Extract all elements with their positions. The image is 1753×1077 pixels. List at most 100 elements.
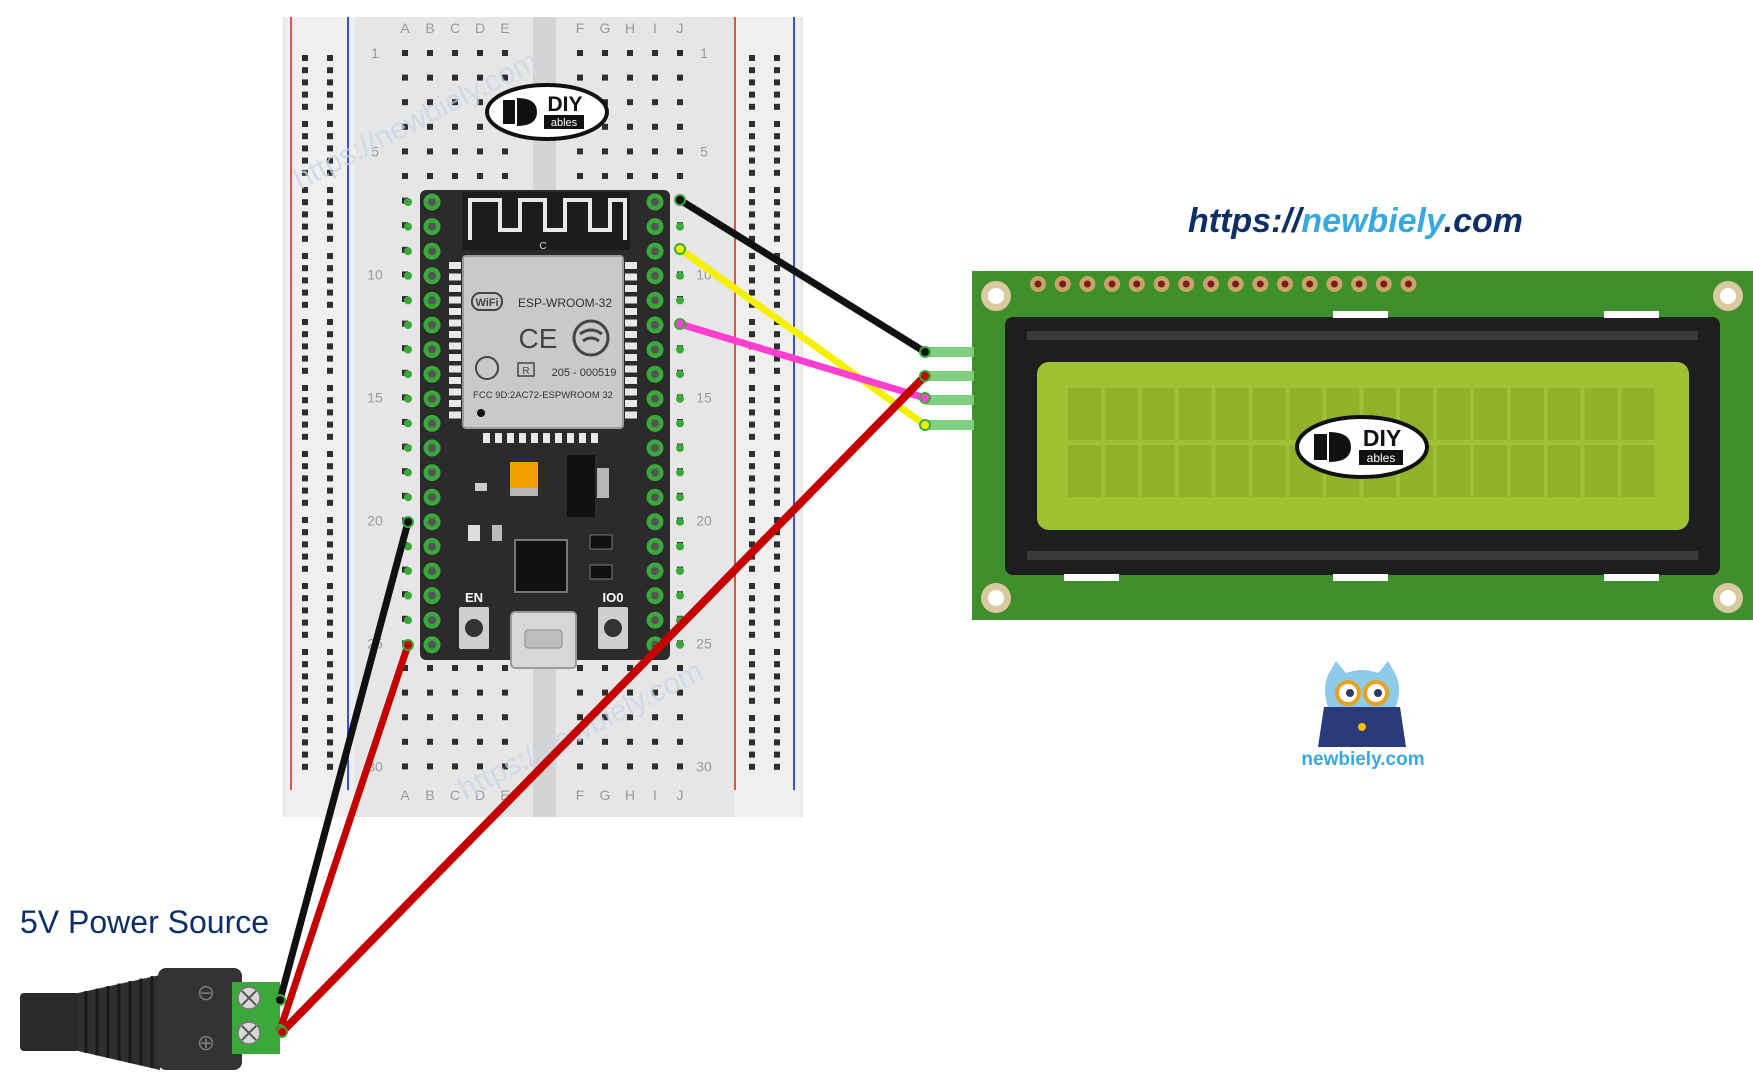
- rail-hole: [774, 727, 780, 734]
- bb-hole: [577, 74, 583, 81]
- column-label: J: [677, 787, 684, 803]
- bb-hole: [602, 74, 608, 81]
- column-label: B: [425, 787, 434, 803]
- rail-hole: [302, 103, 308, 110]
- breadboard-pin-hole: [404, 321, 412, 329]
- rail-hole: [749, 121, 755, 127]
- rail-hole: [302, 487, 308, 494]
- i2c-pin: [925, 395, 974, 405]
- lcd-char-cell: [1473, 445, 1507, 497]
- lcd-char-cell: [1510, 445, 1544, 497]
- rail-hole: [774, 631, 780, 638]
- bb-hole: [452, 738, 458, 745]
- bb-hole: [452, 173, 458, 179]
- bb-hole: [427, 738, 433, 745]
- column-label: C: [450, 20, 460, 36]
- module-pin: [449, 354, 461, 361]
- rail-hole: [327, 367, 333, 374]
- bb-hole: [627, 763, 633, 770]
- bb-hole: [477, 738, 483, 745]
- bb-hole: [652, 99, 658, 106]
- bb-hole: [402, 763, 408, 770]
- rail-hole: [774, 79, 780, 86]
- bb-hole: [427, 689, 433, 696]
- ce-mark: CE: [519, 323, 558, 354]
- module-bottom-pad: [555, 433, 562, 443]
- bb-hole: [477, 148, 483, 155]
- module-pin: [449, 262, 461, 269]
- power-source-label: 5V Power Source: [20, 904, 269, 940]
- module-pin: [449, 273, 461, 281]
- rail-hole: [749, 67, 755, 74]
- rail-hole: [302, 265, 308, 272]
- rail-hole: [774, 421, 780, 428]
- bezel-tab: [1604, 574, 1659, 581]
- bb-hole: [602, 123, 608, 130]
- bb-hole: [677, 714, 683, 721]
- rail-hole: [327, 763, 333, 770]
- wire-end: [674, 243, 686, 255]
- rail-hole: [774, 697, 780, 704]
- bb-hole: [677, 689, 683, 696]
- column-label: E: [500, 787, 509, 803]
- bb-hole: [652, 173, 658, 179]
- rail-hole: [327, 199, 333, 206]
- bb-hole: [427, 148, 433, 155]
- bb-hole: [477, 689, 483, 696]
- diy-ables-logo-lcd: DIY ables: [1295, 415, 1429, 479]
- rail-hole: [749, 499, 755, 506]
- fcc-text: FCC 9D:2AC72-ESPWROOM 32: [473, 390, 613, 401]
- rail-hole: [302, 367, 308, 374]
- bb-hole: [452, 763, 458, 770]
- rail-hole: [327, 565, 333, 572]
- module-pin: [625, 400, 637, 407]
- bb-hole: [502, 714, 508, 721]
- breadboard-pin-hole: [404, 616, 412, 625]
- wires: [274, 194, 931, 1038]
- rail-hole: [327, 433, 333, 440]
- rail-hole: [302, 67, 308, 74]
- row-number: 1: [371, 45, 379, 61]
- bb-hole: [452, 50, 458, 56]
- row-number: 15: [367, 389, 383, 405]
- bb-hole: [477, 714, 483, 721]
- module-pin: [625, 296, 637, 304]
- bb-hole: [402, 148, 408, 155]
- rail-hole: [327, 397, 333, 404]
- wifi-logo-frame: [471, 292, 503, 311]
- rail-hole: [327, 541, 333, 548]
- bb-hole: [452, 689, 458, 696]
- rail-hole: [302, 331, 308, 338]
- breadboard-row-numbers: 115510101515202025253030: [367, 45, 712, 774]
- wire-end: [402, 639, 414, 651]
- rail-hole: [749, 331, 755, 338]
- module-bottom-pad: [483, 433, 490, 443]
- rail-hole: [327, 55, 333, 61]
- bb-hole: [577, 763, 583, 770]
- en-label: EN: [465, 590, 483, 605]
- rail-hole: [774, 223, 780, 230]
- lcd-char-cell: [1584, 445, 1618, 497]
- bb-hole: [402, 738, 408, 745]
- rail-hole: [327, 331, 333, 338]
- lcd-char-cell: [1215, 388, 1249, 440]
- rail-hole: [302, 451, 308, 457]
- bezel-tab: [1333, 574, 1388, 581]
- rail-hole: [327, 223, 333, 230]
- bb-hole: [427, 763, 433, 770]
- lcd-char-cell: [1584, 388, 1618, 440]
- breadboard-pin-hole: [676, 542, 684, 551]
- module-pin: [449, 388, 461, 396]
- bb-hole: [452, 714, 458, 721]
- rail-hole: [749, 355, 755, 362]
- rail-hole: [327, 499, 333, 506]
- bb-hole: [652, 714, 658, 721]
- module-pin: [449, 285, 461, 292]
- row-number: 25: [696, 635, 712, 651]
- module-pin: [449, 411, 461, 419]
- wire-vin-jack-to-esp: [276, 641, 412, 1034]
- rail-hole: [327, 607, 333, 614]
- bb-hole: [502, 763, 508, 770]
- rail-hole: [774, 673, 780, 680]
- rail-hole: [302, 727, 308, 734]
